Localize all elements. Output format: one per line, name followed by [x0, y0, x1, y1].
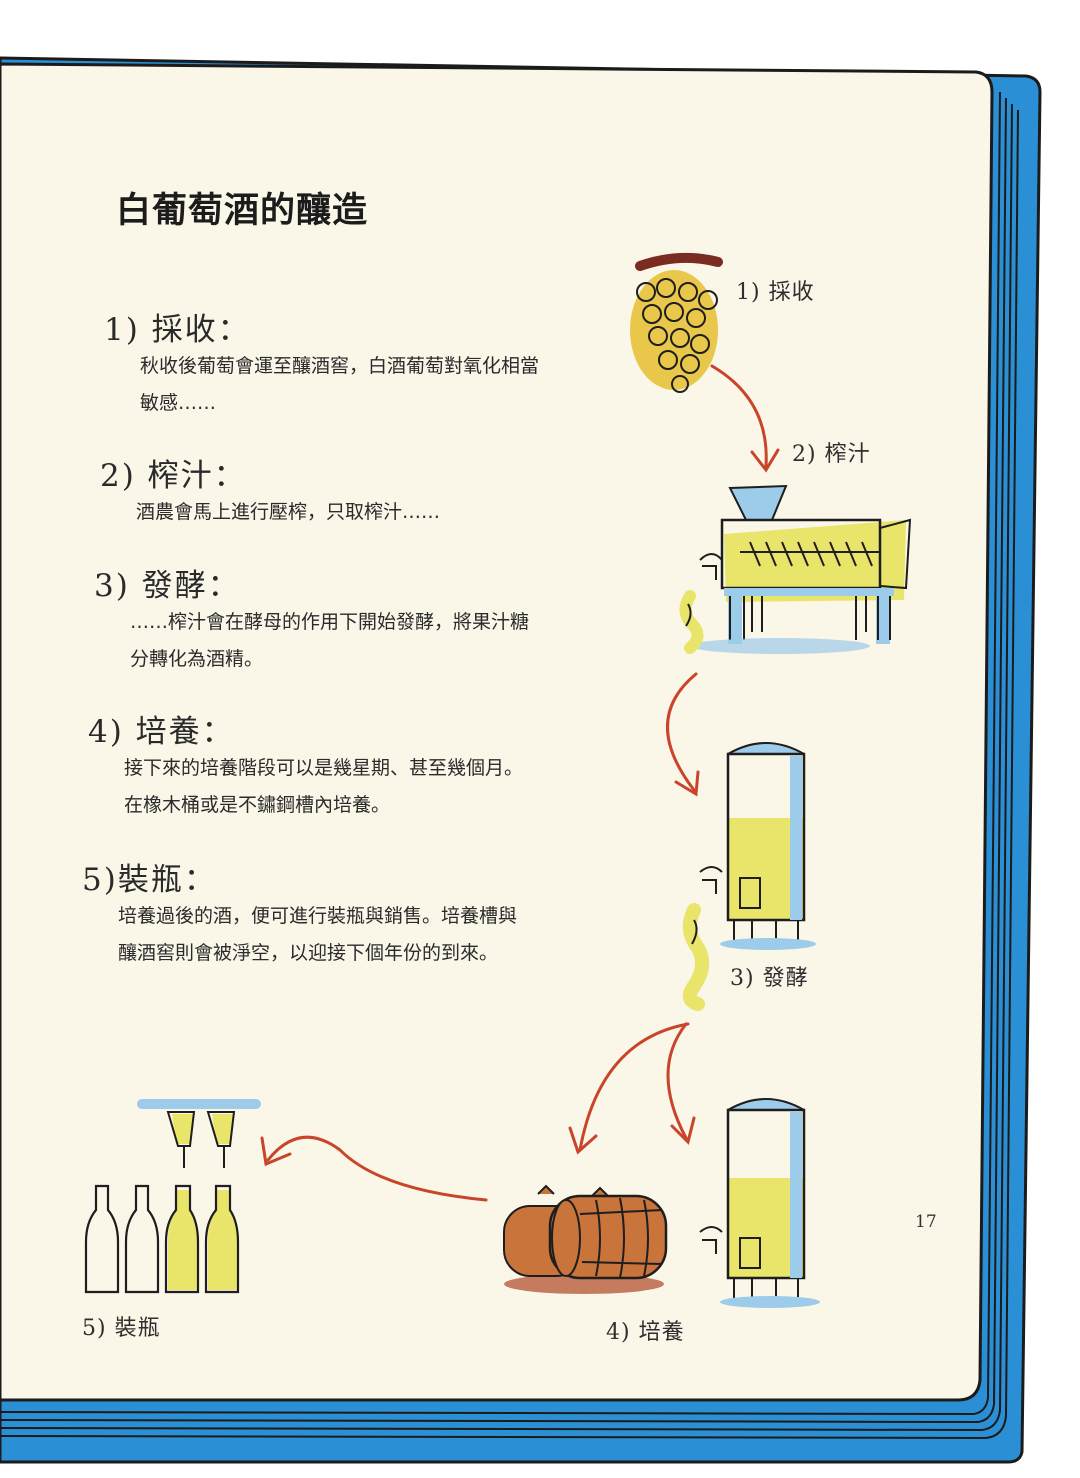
step-body-line: 接下來的培養階段可以是幾星期、甚至幾個月。 — [124, 757, 524, 779]
wine-bottle-icon — [84, 1099, 261, 1294]
arrow-press-to-ferment — [666, 672, 698, 792]
step-body-line: 酒農會馬上進行壓榨，只取榨汁…… — [136, 501, 441, 523]
step-body-bottling: 培養過後的酒，便可進行裝瓶與銷售。培養槽與 釀酒窖則會被淨空，以迎接下個年份的到… — [118, 898, 517, 972]
page-title: 白葡萄酒的釀造 — [116, 191, 369, 231]
oak-barrel-icon — [503, 1184, 668, 1294]
step-body-line: 在橡木桶或是不鏽鋼槽內培養。 — [124, 794, 391, 816]
step-body-line: 分轉化為酒精。 — [130, 648, 264, 670]
grape-cluster-icon — [630, 252, 723, 393]
steel-tank-icon — [699, 1098, 820, 1308]
step-heading-aging: 4) 培養： — [88, 714, 235, 750]
page-number: 17 — [915, 1212, 937, 1232]
caption-harvest: 1) 採收 — [736, 280, 815, 305]
step-heading-ferment: 3) 發酵： — [94, 568, 241, 604]
step-body-aging: 接下來的培養階段可以是幾星期、甚至幾個月。 在橡木桶或是不鏽鋼槽內培養。 — [124, 750, 523, 824]
step-body-line: ……榨汁會在酵母的作用下開始發酵，將果汁糖 — [130, 611, 530, 633]
process-arrows — [260, 364, 780, 1202]
step-heading-harvest: 1) 採收： — [104, 312, 251, 348]
caption-ferment: 3) 發酵 — [730, 966, 809, 991]
arrow-harvest-to-press — [710, 364, 768, 468]
step-body-line: 秋收後葡萄會運至釀酒窖，白酒葡萄對氧化相當 — [140, 355, 540, 377]
step-body-line: 釀酒窖則會被淨空，以迎接下個年份的到來。 — [118, 942, 499, 964]
step-body-harvest: 秋收後葡萄會運至釀酒窖，白酒葡萄對氧化相當 敏感…… — [140, 348, 539, 422]
cream-page — [0, 62, 994, 1402]
arrow-ferment-to-aging — [578, 1022, 690, 1152]
arrow-aging-to-bottling — [266, 1135, 488, 1202]
caption-aging: 4) 培養 — [606, 1320, 685, 1345]
steel-tank-icon — [682, 742, 816, 1011]
page-edges — [0, 91, 1019, 1440]
step-body-line: 培養過後的酒，便可進行裝瓶與銷售。培養槽與 — [118, 905, 518, 927]
wine-press-icon — [679, 484, 912, 654]
step-body-press: 酒農會馬上進行壓榨，只取榨汁…… — [136, 494, 440, 531]
step-heading-bottling: 5)裝瓶： — [82, 862, 217, 898]
step-heading-press: 2) 榨汁： — [100, 458, 247, 494]
caption-press: 2) 榨汁 — [792, 442, 871, 467]
step-body-ferment: ……榨汁會在酵母的作用下開始發酵，將果汁糖 分轉化為酒精。 — [130, 604, 529, 678]
step-body-line: 敏感…… — [140, 392, 217, 414]
arrow-ferment-to-tank — [666, 1022, 688, 1140]
caption-bottling: 5) 裝瓶 — [82, 1316, 161, 1341]
